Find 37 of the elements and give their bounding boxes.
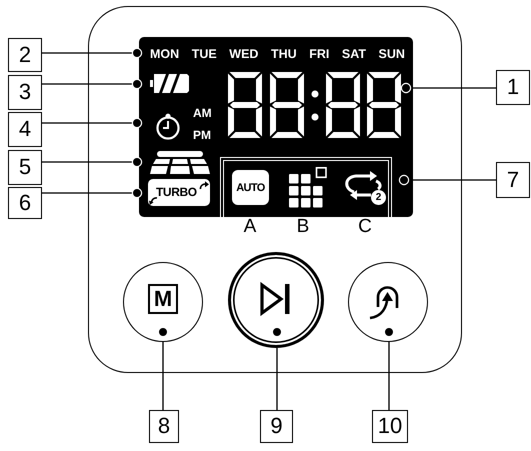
- weekday-label: TUE: [192, 46, 217, 62]
- auto-indicator: AUTO: [232, 170, 269, 205]
- callout-number: 9: [260, 410, 293, 443]
- icon-caption: C: [357, 217, 373, 236]
- curved-arrow-button: [348, 262, 428, 342]
- callout-number: 2: [8, 38, 42, 72]
- leader-line: [400, 82, 496, 94]
- callout-number: 7: [496, 162, 530, 198]
- turbo-label: TURBO: [156, 185, 197, 199]
- play-pause-button: [228, 252, 324, 348]
- grid-icon: [289, 167, 327, 207]
- leader-line: [272, 326, 282, 410]
- callout-number: 5: [8, 150, 42, 185]
- weekday-label: MON: [150, 46, 180, 62]
- icon-caption: A: [242, 217, 258, 236]
- turbo-indicator: [148, 179, 210, 206]
- callout-number: 3: [8, 75, 42, 110]
- leader-line: [158, 326, 168, 410]
- battery-icon: [150, 74, 189, 93]
- callout-number: 4: [8, 112, 42, 147]
- callout-number: 1: [496, 70, 530, 105]
- callout-number: 8: [149, 410, 179, 443]
- time-period-label: PM: [193, 128, 211, 142]
- brush-icon: [150, 151, 210, 174]
- callout-number: 6: [8, 187, 42, 219]
- time-period-label: AM: [193, 106, 212, 120]
- weekday-label: THU: [270, 46, 297, 62]
- weekday-label: FRI: [309, 46, 330, 62]
- seven-segment-display: [228, 72, 401, 138]
- icon-caption: B: [296, 217, 310, 236]
- callout-number: 10: [372, 410, 408, 443]
- mode-frame: [220, 157, 392, 217]
- leader-line: [384, 326, 394, 410]
- m-button: M: [123, 262, 203, 342]
- weekday-label: SAT: [342, 46, 366, 62]
- weekday-label: SUN: [378, 46, 405, 62]
- weekday-label: WED: [229, 46, 258, 62]
